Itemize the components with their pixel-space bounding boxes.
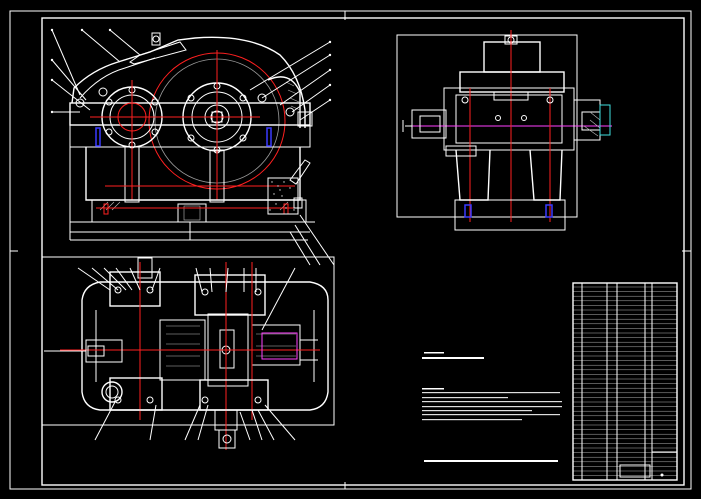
title-block	[572, 282, 678, 481]
side-view	[396, 30, 612, 231]
plan-view	[41, 256, 335, 450]
technical-notes	[422, 352, 562, 462]
front-view	[50, 28, 335, 266]
sheet-border	[9, 10, 692, 490]
